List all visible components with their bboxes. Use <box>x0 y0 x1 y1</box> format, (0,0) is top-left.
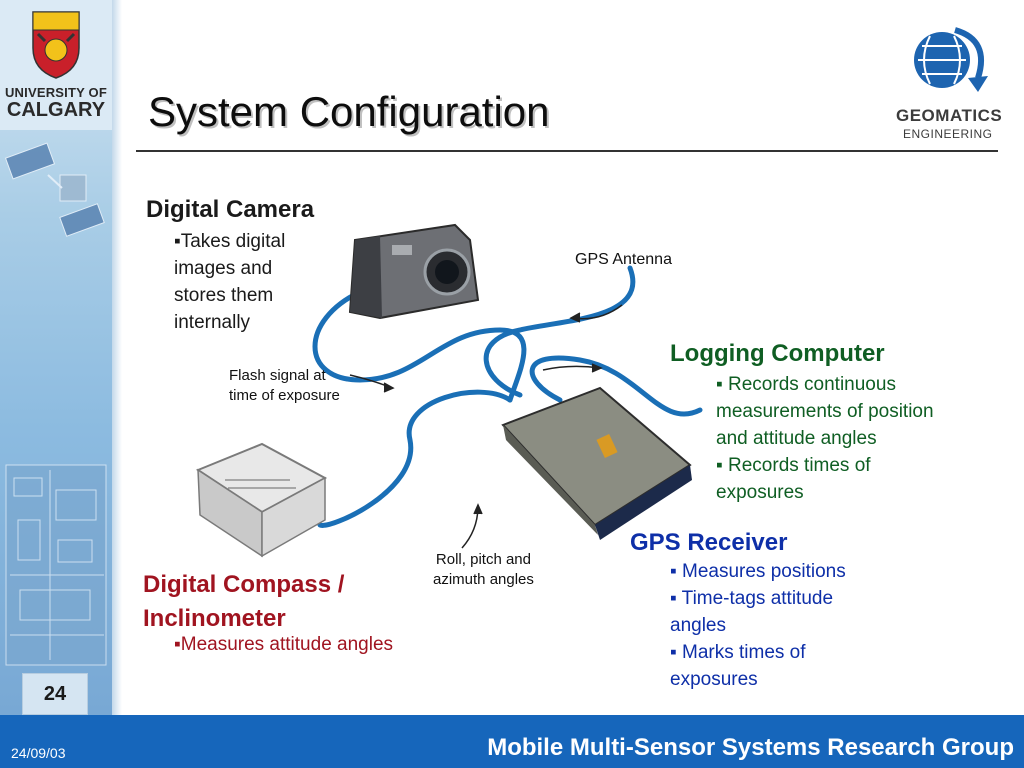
university-logo <box>0 0 112 130</box>
logging-line: measurements of position <box>716 401 934 422</box>
footer-group-name: Mobile Multi-Sensor Systems Research Gro… <box>487 734 1014 761</box>
roll-line: Roll, pitch and <box>435 551 531 568</box>
sidebar-shadow <box>112 0 122 715</box>
flash-line: time of exposure <box>229 387 340 404</box>
gps-line: ▪ Marks times of <box>670 642 806 663</box>
gps-receiver-description: ▪ Measures positions ▪ Time-tags attitud… <box>670 558 846 693</box>
circuit-board-pattern <box>5 464 107 666</box>
arrows <box>349 304 623 549</box>
logging-line: ▪ Records continuous <box>716 374 896 395</box>
gps-line: exposures <box>670 669 758 690</box>
logging-line: and attitude angles <box>716 428 877 449</box>
gps-receiver-icon <box>501 386 692 540</box>
compass-heading: Digital Compass / Inclinometer <box>143 568 344 636</box>
camera-heading: Digital Camera <box>146 196 315 223</box>
roll-line: azimuth angles <box>433 571 534 588</box>
camera-line: ▪Takes digital <box>174 231 286 252</box>
digital-camera-icon <box>348 223 480 320</box>
gps-antenna-label: GPS Antenna <box>575 251 672 268</box>
attitude-angles-label: Roll, pitch and azimuth angles <box>433 550 534 590</box>
camera-line: images and <box>174 258 273 279</box>
logging-computer-heading: Logging Computer <box>670 340 885 367</box>
engineering-label: ENGINEERING <box>903 127 993 141</box>
flash-signal-label: Flash signal at time of exposure <box>229 366 340 406</box>
gps-line: angles <box>670 615 726 636</box>
diagram-graphics <box>195 223 703 558</box>
cables <box>312 265 703 528</box>
footer-bar <box>0 715 1024 768</box>
university-of-label: UNIVERSITY OF <box>4 85 108 100</box>
camera-description: ▪Takes digital images and stores them in… <box>174 228 285 336</box>
logging-line: exposures <box>716 482 804 503</box>
geomatics-label: GEOMATICS <box>896 106 1003 125</box>
crest-icon <box>32 11 80 79</box>
page-number-box: 24 <box>22 673 88 715</box>
compass-description: ▪Measures attitude angles <box>174 631 393 658</box>
title-divider <box>136 150 998 152</box>
logging-line: ▪ Records times of <box>716 455 871 476</box>
camera-line: internally <box>174 312 251 333</box>
flash-line: Flash signal at <box>229 367 326 384</box>
page-title: System Configuration <box>148 88 550 135</box>
digital-compass-icon <box>195 442 328 558</box>
compass-heading-line: Inclinometer <box>143 605 286 632</box>
compass-line: ▪Measures attitude angles <box>174 634 394 655</box>
sidebar-imagery <box>4 142 107 666</box>
satellite-icon <box>4 142 105 237</box>
page-number: 24 <box>43 682 67 705</box>
geomatics-logo-icon <box>914 27 988 92</box>
gps-line: ▪ Measures positions <box>670 561 846 582</box>
logging-computer-description: ▪ Records continuous measurements of pos… <box>716 371 934 506</box>
camera-line: stores them <box>174 285 274 306</box>
calgary-label: CALGARY <box>6 99 106 121</box>
gps-receiver-heading: GPS Receiver <box>630 529 788 556</box>
compass-heading-line: Digital Compass / <box>143 571 345 598</box>
gps-line: ▪ Time-tags attitude <box>670 588 834 609</box>
footer-date: 24/09/03 <box>11 745 66 761</box>
